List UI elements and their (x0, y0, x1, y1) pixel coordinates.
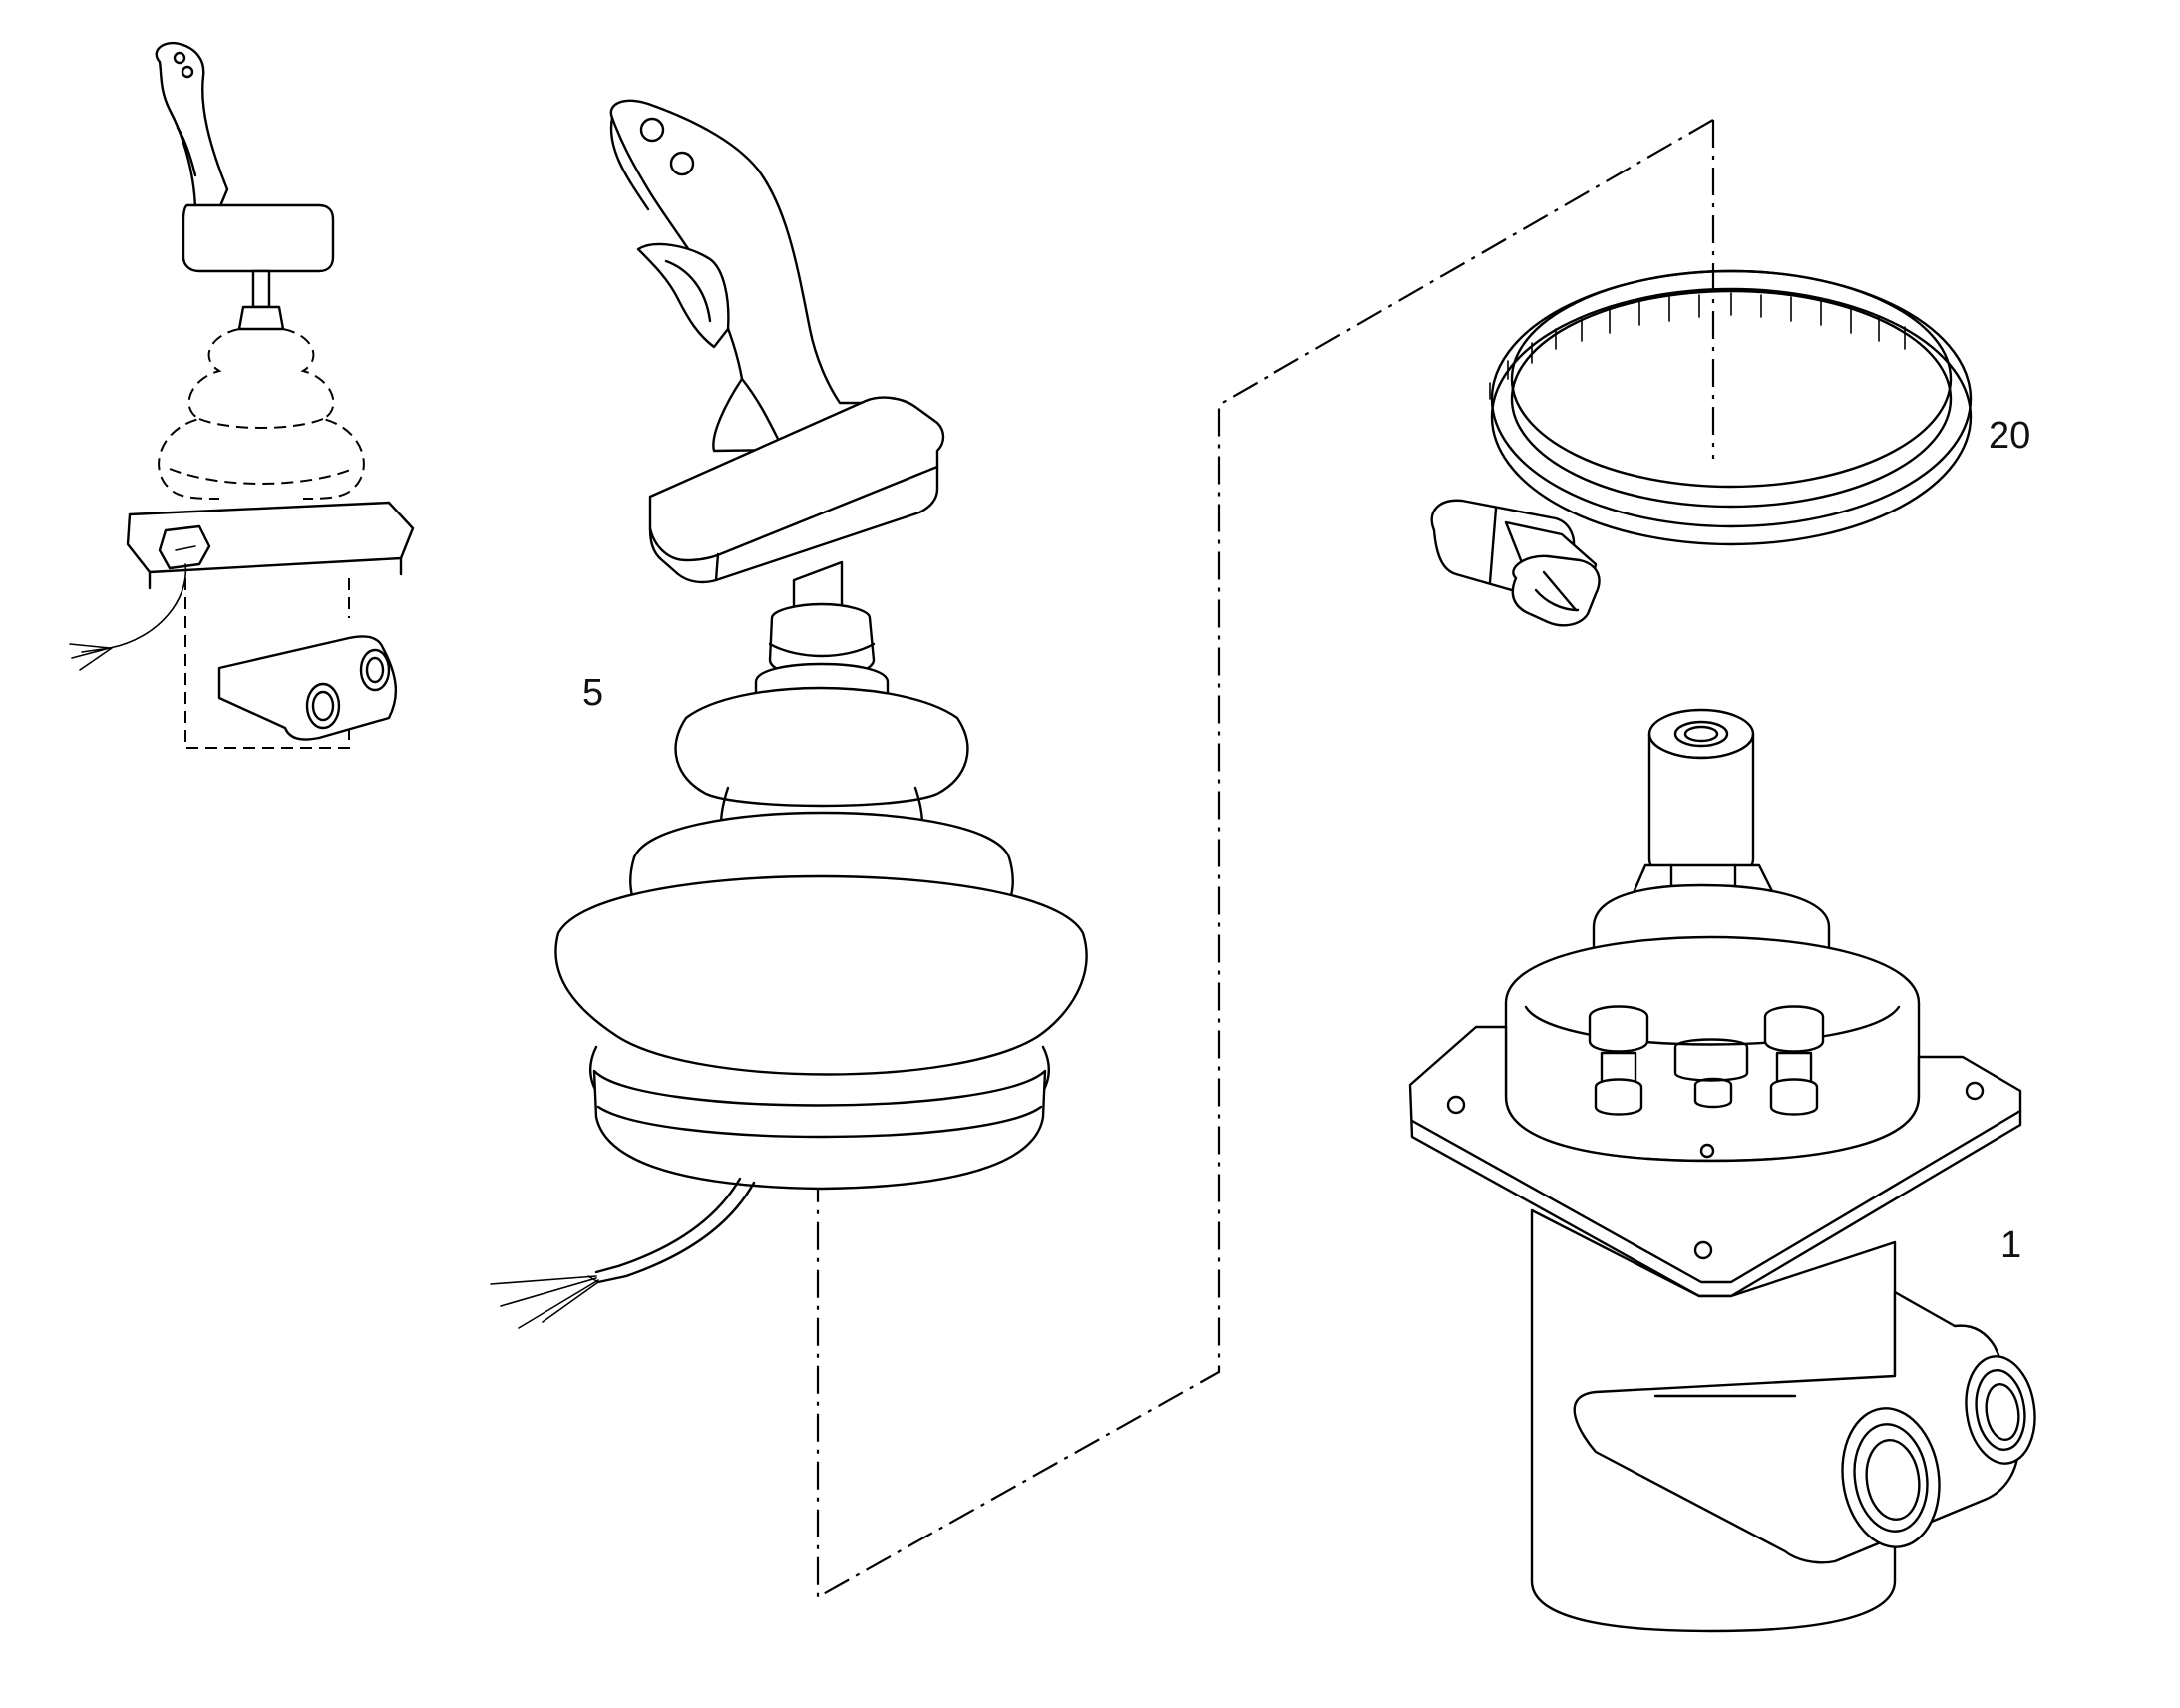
callout-hose-clamp: 20 (1989, 415, 2031, 457)
valve-body (1408, 708, 2036, 1633)
callout-valve-body: 1 (2000, 1224, 2022, 1266)
hose-clamp (1430, 269, 1973, 627)
joystick-assembly (490, 99, 1088, 1329)
assembly-overview-thumbnail (69, 41, 415, 749)
callout-joystick-assembly: 5 (582, 672, 604, 714)
